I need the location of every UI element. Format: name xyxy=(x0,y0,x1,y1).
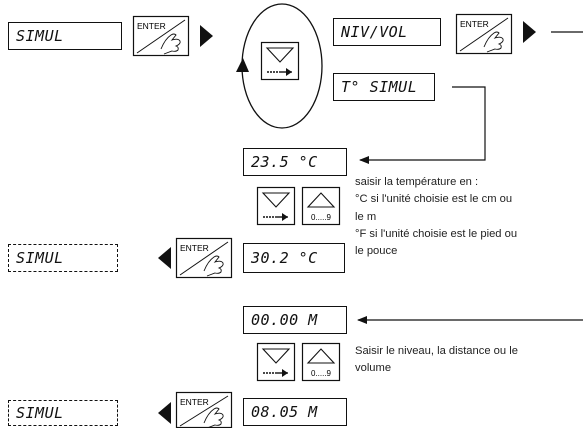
note-line: le m xyxy=(355,210,377,223)
display-temperature-input: 23.5 °C xyxy=(243,148,347,176)
hand-icon xyxy=(483,31,504,53)
increment-key[interactable]: 0.....9 xyxy=(301,186,341,226)
triangle-down-icon xyxy=(261,348,291,364)
hand-icon xyxy=(160,33,181,55)
display-level-value: 08.05 M xyxy=(243,398,347,426)
increment-key[interactable]: 0.....9 xyxy=(301,342,341,382)
level-note: Saisir le niveau, la distance ou le volu… xyxy=(355,343,518,378)
note-line: le pouce xyxy=(355,245,398,258)
display-simul-return: SIMUL xyxy=(8,400,118,426)
scroll-key[interactable] xyxy=(256,186,296,226)
digits-label: 0.....9 xyxy=(311,369,332,378)
scroll-left-icon xyxy=(263,369,288,377)
display-t-simul: T° SIMUL xyxy=(333,73,435,101)
enter-key[interactable]: ENTER xyxy=(175,237,233,279)
hand-icon xyxy=(203,407,224,428)
loop-arrow-head xyxy=(236,58,249,72)
enter-key[interactable]: ENTER xyxy=(132,15,190,57)
display-temperature-value: 30.2 °C xyxy=(243,243,345,273)
triangle-down-icon xyxy=(261,192,291,208)
hand-icon xyxy=(203,255,224,277)
note-line: °F si l'unité choisie est le pied ou xyxy=(355,228,518,241)
display-simul: SIMUL xyxy=(8,22,122,50)
enter-key-label: ENTER xyxy=(180,397,209,407)
triangle-up-icon xyxy=(306,192,336,208)
enter-key-label: ENTER xyxy=(180,243,209,253)
note-line: Saisir le niveau, la distance ou le xyxy=(355,345,518,357)
digits-label: 0.....9 xyxy=(311,213,332,222)
display-niv-vol: NIV/VOL xyxy=(333,18,441,46)
enter-key-label: ENTER xyxy=(137,21,166,31)
triangle-down-icon xyxy=(265,47,295,63)
note-line: °C si l'unité choisie est le cm ou xyxy=(355,193,513,206)
arrow-right-icon xyxy=(200,25,213,47)
enter-key[interactable]: ENTER xyxy=(175,391,233,428)
enter-key[interactable]: ENTER xyxy=(455,13,513,55)
arrow-left-icon xyxy=(158,402,171,424)
connector-tsimul-temp xyxy=(359,86,486,164)
enter-key-label: ENTER xyxy=(460,19,489,29)
arrow-right-icon xyxy=(523,21,536,43)
note-line: volume xyxy=(355,362,392,375)
scroll-left-icon xyxy=(263,213,288,221)
temperature-note: saisir la température en : °C si l'unité… xyxy=(355,174,517,261)
note-line: saisir la température en : xyxy=(355,176,479,188)
arrow-left-icon xyxy=(158,247,171,269)
triangle-up-icon xyxy=(306,348,336,364)
scroll-left-icon xyxy=(267,68,292,76)
scroll-key[interactable] xyxy=(256,342,296,382)
display-level-input: 00.00 M xyxy=(243,306,347,334)
display-simul-return: SIMUL xyxy=(8,244,118,272)
scroll-key[interactable] xyxy=(260,41,300,81)
